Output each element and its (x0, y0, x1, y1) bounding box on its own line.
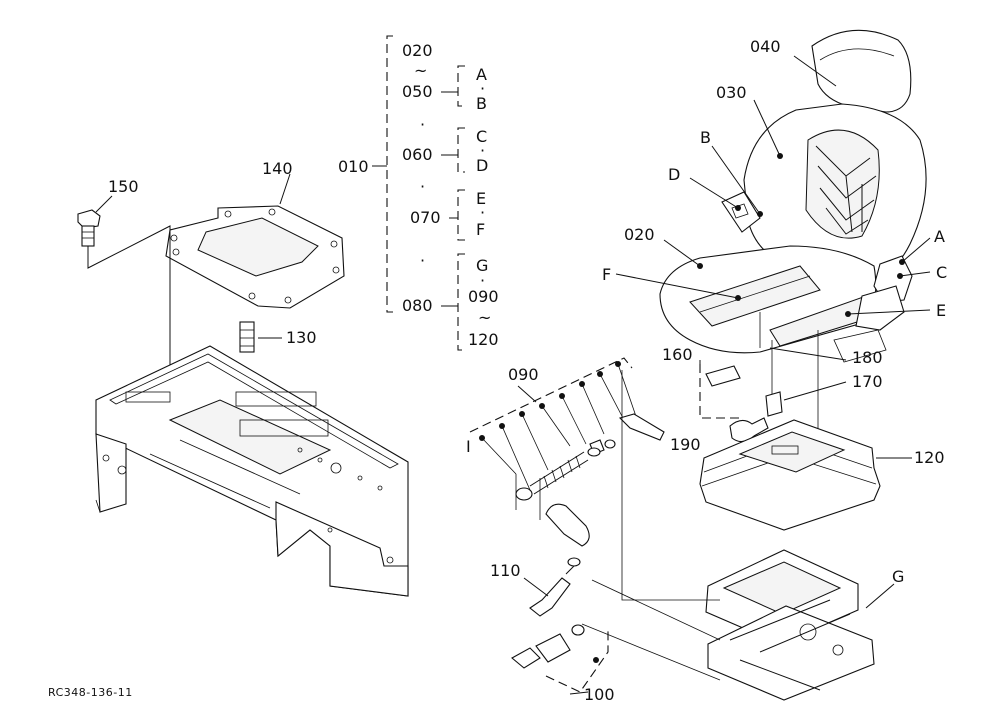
callout-e: E (936, 301, 946, 320)
dot-separator: · (420, 177, 425, 196)
label-090: 090 (508, 365, 539, 384)
svg-text:·: · (480, 141, 485, 160)
label-090-range: 090 (468, 287, 499, 306)
mounting-plate-140 (165, 205, 345, 309)
part-number-tree: 010 020 ~ 050 · 060 · 070 · 080 A · B C … (338, 35, 499, 351)
option-b: B (476, 94, 487, 113)
gas-spring-110 (529, 557, 721, 641)
label-130: 130 (286, 328, 317, 347)
dot-separator: · (420, 115, 425, 134)
seat-cushion-020 (659, 245, 877, 354)
bracket-170 (765, 391, 783, 417)
label-020-range: 020 (402, 41, 433, 60)
label-150: 150 (108, 177, 139, 196)
label-120: 120 (914, 448, 945, 467)
svg-text:·: · (480, 79, 485, 98)
option-g: G (476, 256, 488, 275)
callout-i: I (466, 437, 471, 456)
label-080: 080 (402, 296, 433, 315)
callout-d: D (668, 165, 680, 184)
label-160: 160 (662, 345, 693, 364)
scissor-mechanism (705, 549, 875, 701)
bracket-010 (386, 35, 393, 313)
option-f: F (476, 220, 485, 239)
label-170: 170 (852, 372, 883, 391)
lever-group-090 (469, 357, 720, 601)
option-d: D (476, 156, 488, 175)
suspension-bellows-120 (699, 419, 881, 531)
label-010: 010 (338, 157, 369, 176)
backrest-030 (743, 103, 927, 283)
callout-a: A (934, 227, 945, 246)
callout-c: C (936, 263, 947, 282)
handle-group-100 (511, 623, 721, 693)
svg-text:·: · (480, 271, 485, 290)
label-070: 070 (410, 208, 441, 227)
option-e: E (476, 189, 486, 208)
diagram-reference-code: RC348-136-11 (48, 686, 133, 699)
label-020: 020 (624, 225, 655, 244)
label-030: 030 (716, 83, 747, 102)
callout-b: B (700, 128, 711, 147)
label-060: 060 (402, 145, 433, 164)
label-100: 100 (584, 685, 615, 704)
option-a: A (476, 65, 487, 84)
part-160 (699, 364, 742, 419)
callout-g: G (892, 567, 904, 586)
option-c: C (476, 127, 487, 146)
callout-f: F (602, 265, 611, 284)
knob-190 (729, 417, 769, 443)
label-190: 190 (670, 435, 701, 454)
bolt-130 (239, 321, 255, 353)
headrest-040 (811, 29, 912, 113)
tilde-020-050: ~ (414, 61, 427, 80)
side-controls-ace (833, 255, 913, 363)
dot-separator: · (420, 251, 425, 270)
bolt-150 (77, 209, 171, 380)
tilde-090-120: ~ (478, 308, 491, 327)
label-180: 180 (852, 348, 883, 367)
label-050: 050 (402, 82, 433, 101)
armrest-b (721, 191, 761, 233)
label-120-range: 120 (468, 330, 499, 349)
seat-support-frame (95, 345, 409, 597)
svg-text:·: · (480, 203, 485, 222)
label-140: 140 (262, 159, 293, 178)
label-110: 110 (490, 561, 521, 580)
label-040: 040 (750, 37, 781, 56)
